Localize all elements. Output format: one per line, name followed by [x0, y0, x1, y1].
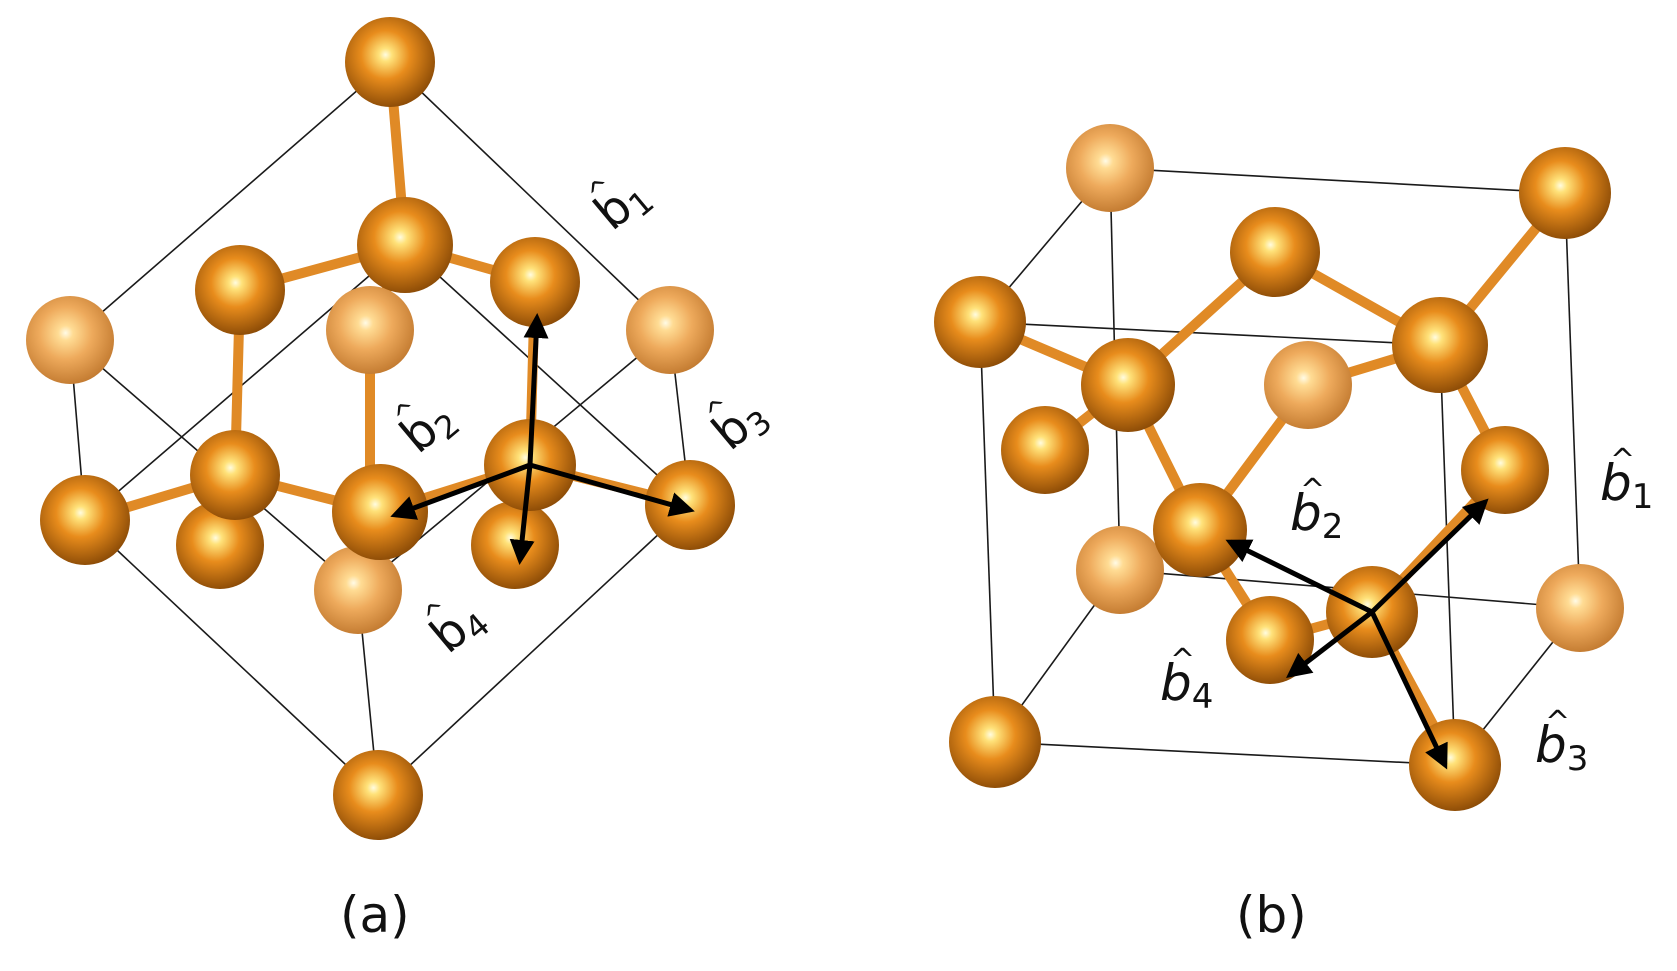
hat-glyph: ^ [1170, 643, 1195, 678]
atom [1153, 483, 1247, 577]
panel-b: b1 ^ b2 ^ b3 ^ b4 ^ [934, 124, 1653, 811]
atom [1392, 297, 1488, 393]
panel-a-front-atoms [40, 17, 735, 840]
panel-a-vectors [390, 313, 695, 565]
atom [333, 750, 423, 840]
label-b1-b: b1 [1600, 454, 1653, 517]
vector-b3-arrow [1369, 610, 1448, 770]
panel-b-labels: b1 ^ b2 ^ b3 ^ b4 ^ [1160, 443, 1653, 779]
panel-a: b1 ^ b2 ^ b3 ^ b4 ^ [26, 17, 779, 840]
atom [345, 17, 435, 107]
atom [934, 276, 1026, 368]
panel-b-vectors [1225, 498, 1489, 770]
atom [357, 197, 453, 293]
atom [949, 696, 1041, 788]
vector-b4-arrow [509, 464, 535, 565]
atom [332, 464, 428, 560]
atom [314, 546, 402, 634]
atom [190, 430, 280, 520]
atom [1409, 719, 1501, 811]
atom [471, 501, 559, 589]
atom [1264, 341, 1352, 429]
atom [1081, 338, 1175, 432]
label-b3-b: b3 [1535, 716, 1588, 779]
atom [195, 245, 285, 335]
vector-b2-arrow [1225, 539, 1374, 615]
atom [645, 460, 735, 550]
panel-b-back-atoms [1066, 124, 1624, 652]
hat-glyph: ^ [1545, 705, 1570, 740]
hat-glyph: ^ [1300, 473, 1325, 508]
vector-b1-arrow [523, 313, 549, 466]
atom [40, 475, 130, 565]
panel-b-front-atoms [934, 147, 1611, 811]
atom [26, 296, 114, 384]
atom [1230, 207, 1320, 297]
atom [626, 286, 714, 374]
label-b2-b: b2 [1290, 484, 1343, 547]
panel-a-back-atoms [26, 286, 714, 634]
panel-b-caption: (b) [1236, 886, 1307, 944]
atom [176, 501, 264, 589]
vector-b1-arrow [1370, 498, 1489, 614]
atom [1461, 426, 1549, 514]
panel-a-caption: (a) [340, 886, 410, 944]
panel-a-cell-edges [69, 61, 691, 796]
vector-b3-arrow [529, 462, 695, 517]
atom [1536, 564, 1624, 652]
hat-glyph: ^ [1610, 443, 1635, 478]
vector-b2-arrow [390, 462, 531, 520]
atom [1066, 124, 1154, 212]
atom [1001, 406, 1089, 494]
vector-b4-arrow [1286, 610, 1374, 679]
atom [490, 237, 580, 327]
atom [326, 286, 414, 374]
atom [1519, 147, 1611, 239]
label-b4-b: b4 [1160, 654, 1213, 717]
atom [1226, 596, 1314, 684]
atom [1076, 526, 1164, 614]
